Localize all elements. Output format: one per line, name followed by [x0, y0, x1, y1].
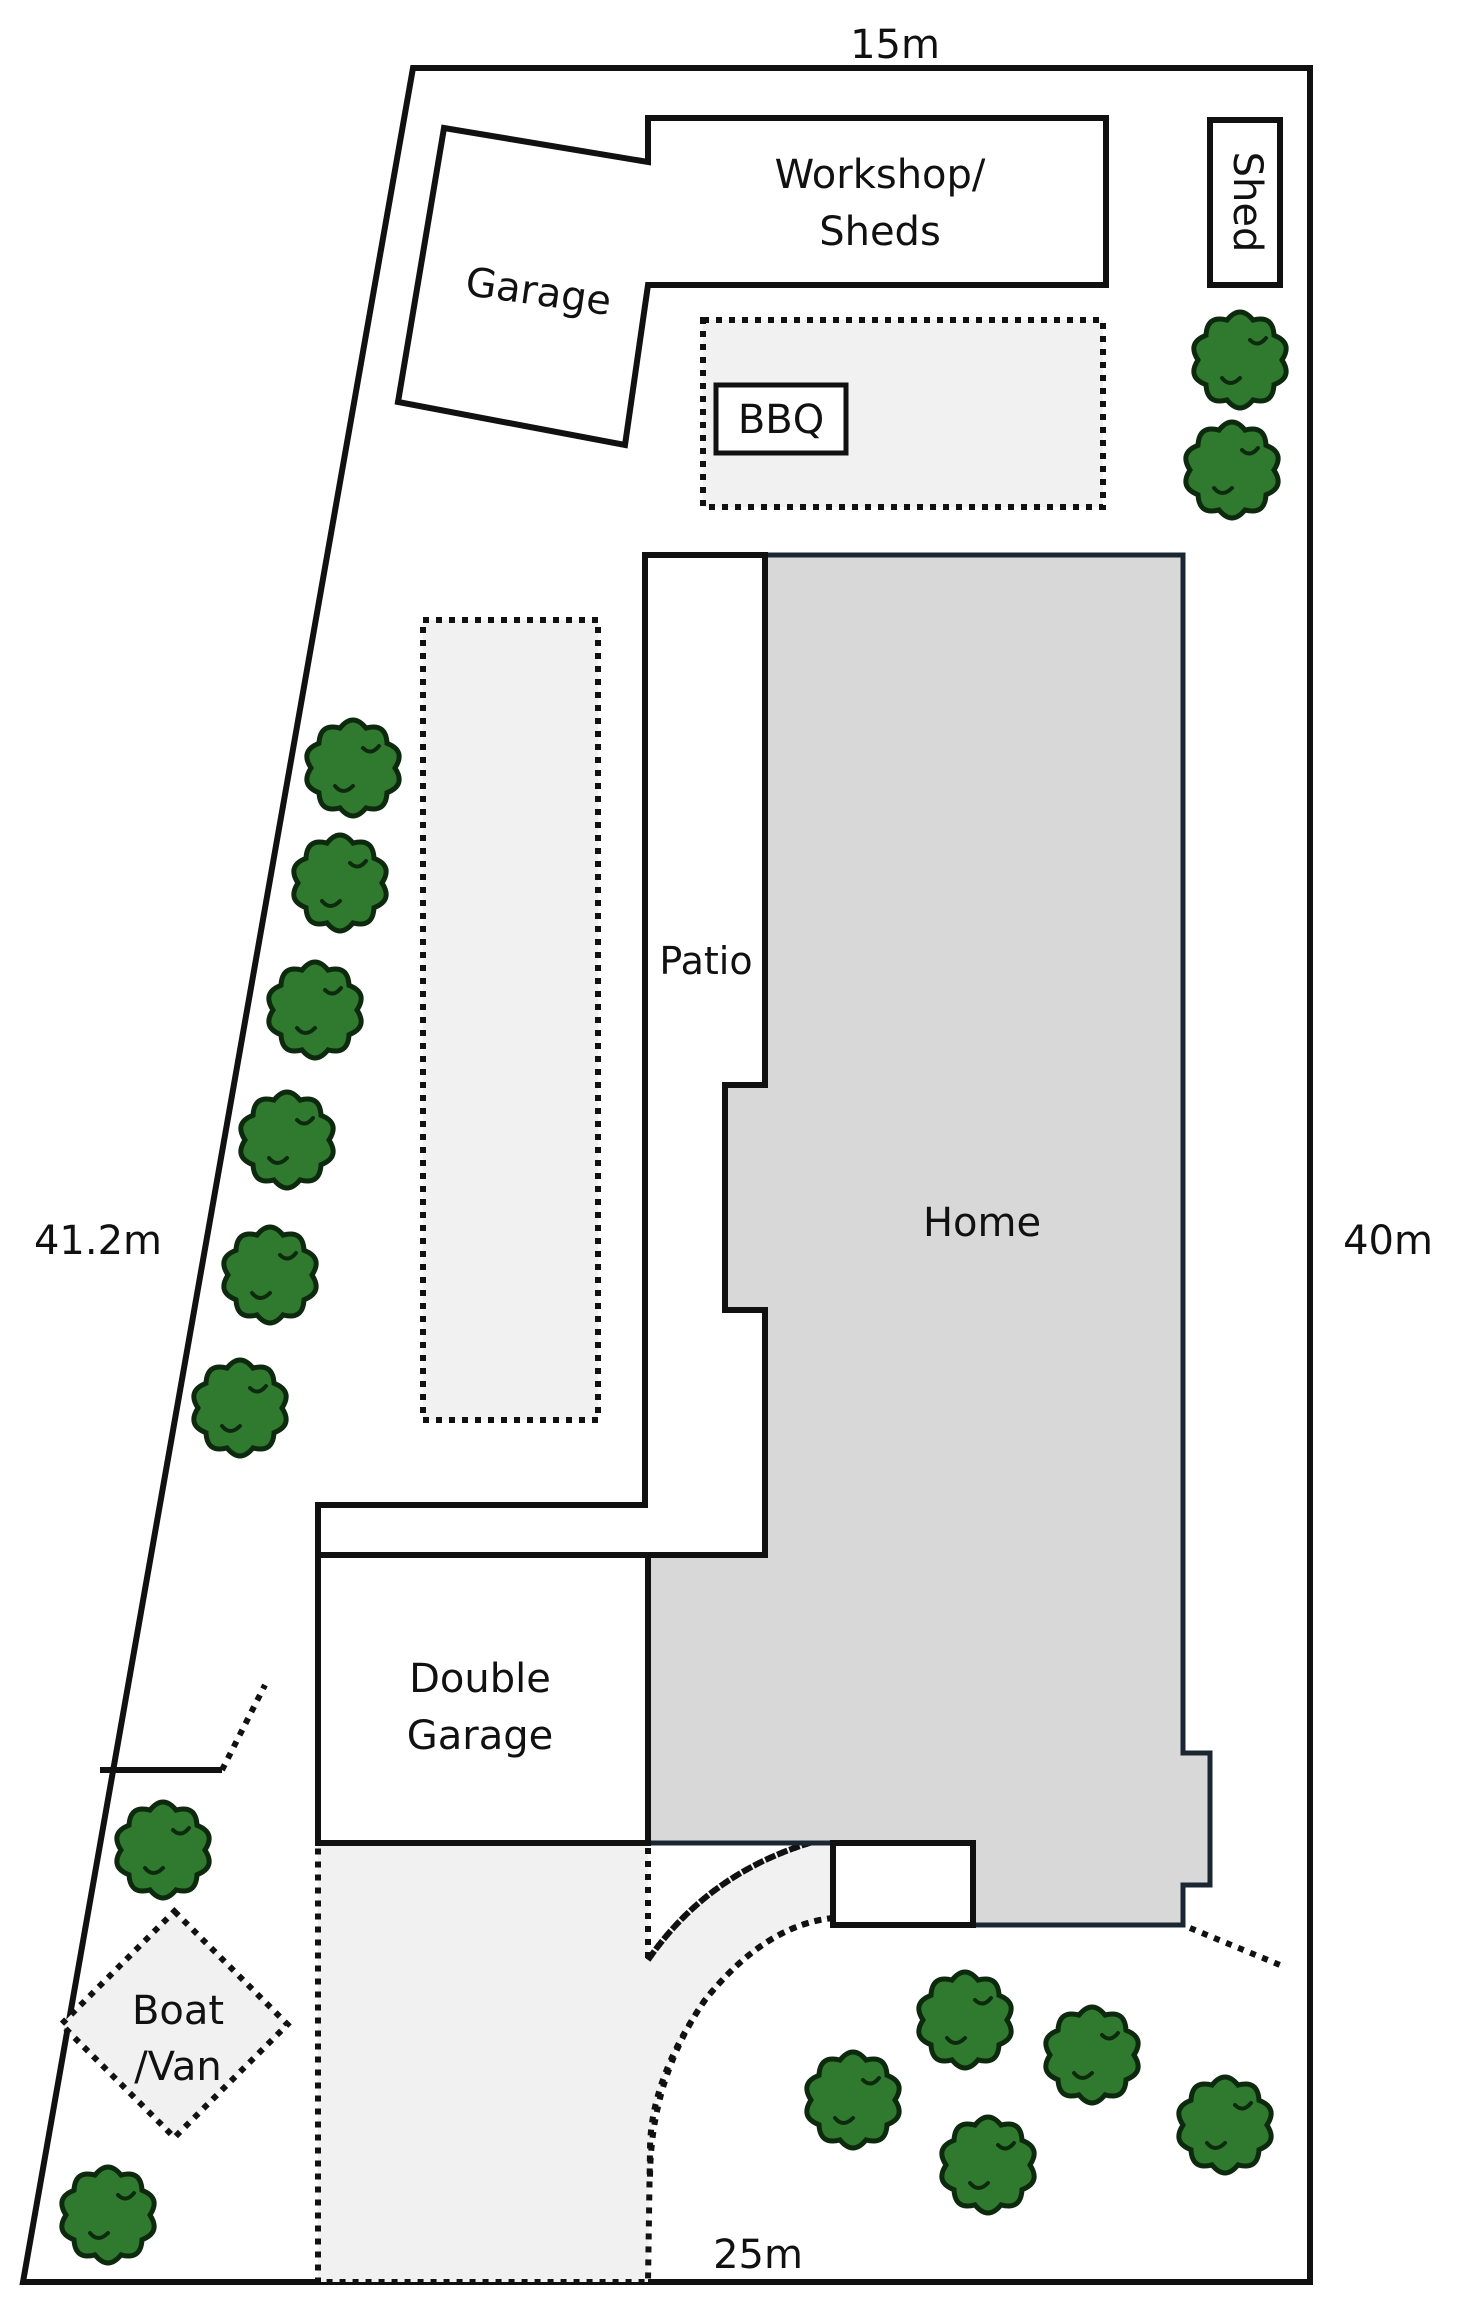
tree-icon	[916, 1969, 1014, 2071]
boat-van-label-line2: /Van	[134, 2044, 222, 2090]
tree-icon	[939, 2114, 1037, 2216]
bottom-width-label: 25m	[713, 2232, 803, 2278]
double-garage-label-line2: Garage	[407, 1713, 553, 1759]
tree-icon	[221, 1224, 319, 1326]
patio	[315, 552, 768, 1558]
shed-building	[1207, 117, 1283, 288]
tree-icon	[291, 832, 389, 934]
tree-icon	[238, 1089, 336, 1191]
tree-icon	[804, 2049, 902, 2151]
front-porch	[830, 1840, 976, 1928]
right-length-label: 40m	[1343, 1218, 1433, 1264]
workshop-label-line1: Workshop/	[775, 152, 986, 198]
tree-icon	[114, 1799, 212, 1901]
home-label: Home	[923, 1200, 1041, 1246]
tree-icon	[1183, 419, 1281, 521]
workshop-label-line2: Sheds	[819, 209, 941, 255]
double-garage-label-line1: Double	[409, 1656, 551, 1702]
double-garage-building	[315, 1552, 651, 1846]
top-width-label: 15m	[850, 22, 940, 68]
path-curve-inner	[647, 1915, 834, 2181]
garage-building	[394, 115, 1109, 449]
tree-icon	[1191, 309, 1289, 411]
left-length-label: 41.2m	[34, 1218, 162, 1264]
tree-icon	[266, 959, 364, 1061]
bbq-label: BBQ	[738, 397, 824, 443]
tree-icon	[191, 1357, 289, 1459]
side-gate-dashed	[219, 1683, 268, 1772]
garden-bed	[420, 617, 601, 1423]
trees	[59, 309, 1289, 2266]
path-curve-outer	[645, 1837, 821, 1962]
tree-icon	[1043, 2004, 1141, 2106]
patio-label: Patio	[659, 939, 752, 983]
front-fence-dashed	[1188, 1925, 1282, 1968]
property-boundary	[19, 65, 1313, 2285]
tree-icon	[1176, 2074, 1274, 2176]
tree-icon	[59, 2164, 157, 2266]
driveway	[315, 1837, 836, 2285]
boat-van-label-line1: Boat	[132, 1988, 224, 2034]
bbq-area	[700, 317, 1106, 510]
tree-icon	[304, 717, 402, 819]
shed-label: Shed	[1224, 152, 1270, 253]
boat-van-pad	[57, 1907, 292, 2142]
bbq-unit	[713, 382, 849, 456]
